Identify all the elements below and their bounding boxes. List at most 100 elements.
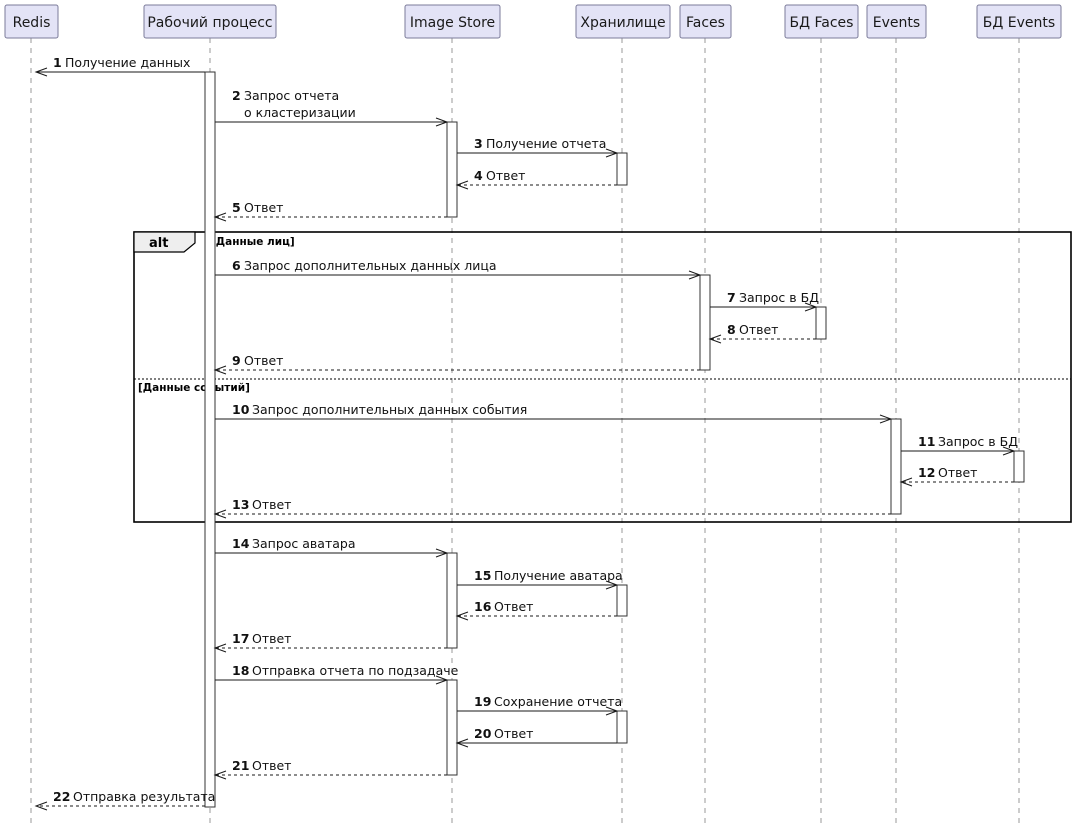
message-arrowhead <box>34 801 48 811</box>
message-label: Ответ <box>938 465 977 480</box>
message-arrowhead <box>804 302 818 312</box>
participant-label: Events <box>873 15 920 31</box>
lifelines-layer <box>30 38 1020 828</box>
alt-guard-events: [Данные событий] <box>138 382 250 394</box>
message-number: 14 <box>232 536 250 551</box>
participant-label: Redis <box>13 15 51 31</box>
message-number: 13 <box>232 497 249 512</box>
activation-bar-worker <box>204 71 216 808</box>
message-label: Ответ <box>494 726 533 741</box>
message-arrowhead <box>435 675 449 685</box>
message-arrowhead <box>435 548 449 558</box>
activation-bar-storage <box>616 152 628 186</box>
participant-box <box>976 4 1062 39</box>
message-label: Ответ <box>252 497 291 512</box>
message-label: Отправка отчета по подзадаче <box>252 663 459 678</box>
message-label: Запрос отчета <box>244 88 339 103</box>
message-arrowhead <box>899 477 913 487</box>
message-arrowhead <box>213 365 227 375</box>
message-number: 1 <box>53 55 62 70</box>
message-number: 22 <box>53 789 70 804</box>
message-number: 17 <box>232 631 249 646</box>
activation-bar-imagestore <box>446 552 458 649</box>
message-label: Запрос аватара <box>252 536 356 551</box>
activation-bar-storage <box>616 584 628 617</box>
participant-label: Хранилище <box>580 15 665 31</box>
message-number: 10 <box>232 402 250 417</box>
participant-box <box>4 4 59 39</box>
message-number: 20 <box>474 726 492 741</box>
message-arrowhead <box>455 180 469 190</box>
alt-frame: alt [Данные лиц] [Данные событий] <box>133 231 1072 523</box>
message-label: Запрос в БД <box>739 290 819 305</box>
message-label: Отправка результата <box>73 789 215 804</box>
message-label: Ответ <box>252 758 291 773</box>
message-label: Ответ <box>739 322 778 337</box>
message-label: Запрос дополнительных данных лица <box>244 258 497 273</box>
activation-bar-dbfaces <box>815 306 827 340</box>
message-arrowhead <box>605 706 619 716</box>
participant-label: Faces <box>686 15 725 31</box>
message-label: Сохранение отчета <box>494 694 622 709</box>
participant-storage: Хранилище <box>575 4 671 39</box>
participant-dbfaces: БД Faces <box>784 4 859 39</box>
message-arrowhead <box>605 148 619 158</box>
participant-label: БД Faces <box>790 15 854 31</box>
message-arrowhead <box>605 580 619 590</box>
alt-guard-faces: [Данные лиц] <box>211 236 295 248</box>
activation-bar-imagestore <box>446 121 458 218</box>
message-number: 7 <box>727 290 736 305</box>
participant-label: БД Events <box>983 15 1055 31</box>
message-label: Ответ <box>244 200 283 215</box>
message-number: 2 <box>232 88 241 103</box>
activation-bar-events <box>890 418 902 515</box>
message-arrowhead <box>688 270 702 280</box>
participant-box <box>866 4 927 39</box>
message-number: 12 <box>918 465 935 480</box>
message-label: о кластеризации <box>244 105 356 120</box>
participant-box <box>784 4 859 39</box>
message-label: Получение отчета <box>486 136 606 151</box>
message-number: 9 <box>232 353 241 368</box>
participant-worker: Рабочий процесс <box>143 4 277 39</box>
participant-label: Рабочий процесс <box>147 15 272 31</box>
message-arrowhead <box>213 643 227 653</box>
message-arrowhead <box>435 117 449 127</box>
participant-redis: Redis <box>4 4 59 39</box>
activation-bar-storage <box>616 710 628 744</box>
alt-frame-label: alt <box>149 236 168 251</box>
message-number: 11 <box>918 434 935 449</box>
message-arrowhead <box>455 611 469 621</box>
message-label: Ответ <box>494 599 533 614</box>
participant-label: Image Store <box>410 15 495 31</box>
activation-bar-imagestore <box>446 679 458 776</box>
message-number: 4 <box>474 168 483 183</box>
message-number: 19 <box>474 694 491 709</box>
message-number: 5 <box>232 200 241 215</box>
message-number: 16 <box>474 599 492 614</box>
participant-imagestore: Image Store <box>404 4 501 39</box>
participant-box <box>679 4 732 39</box>
message-arrowhead <box>879 414 893 424</box>
message-label: Ответ <box>486 168 525 183</box>
message-arrowhead <box>455 738 469 748</box>
activations-layer <box>204 71 1025 808</box>
message-arrowhead <box>213 770 227 780</box>
